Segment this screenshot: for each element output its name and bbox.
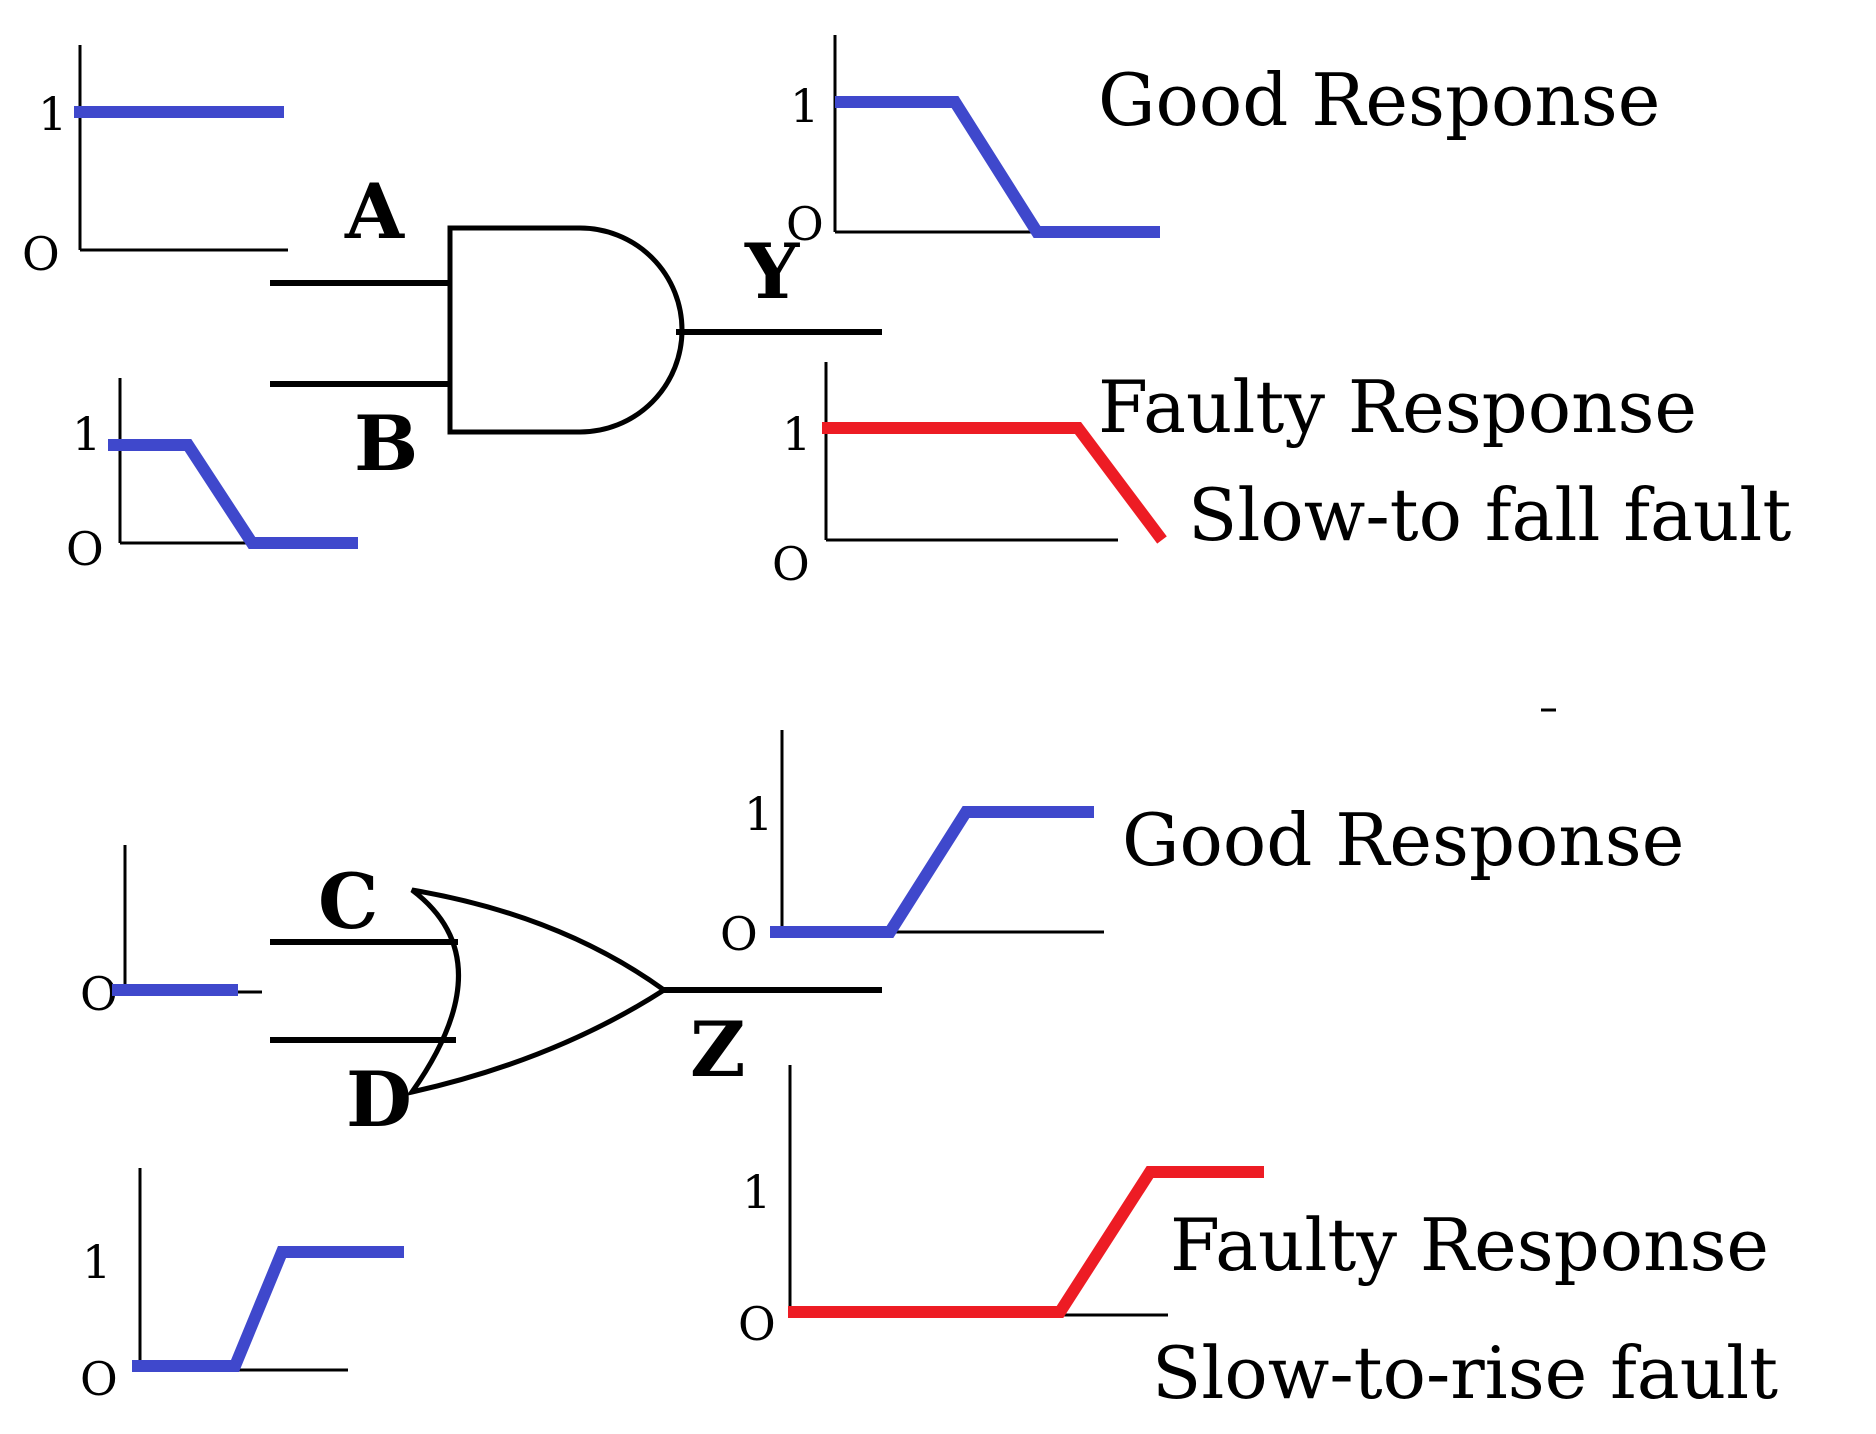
waveform-d [132,1246,404,1372]
tick-low: O [772,537,810,591]
and-gate [447,225,685,435]
waveform-z-good [770,806,1094,938]
tick-high: 1 [782,407,811,461]
or-gate-section: O 1 O C D Z 1 O Good Response [80,730,1778,1415]
pin-label-b: B [354,399,418,488]
waveform-z-faulty [788,1166,1264,1318]
tick-high: 1 [82,1235,111,1289]
pin-label-a: A [344,167,405,256]
waveform-plot-b: 1 O [66,378,358,576]
faulty-response-label: Faulty Response [1170,1203,1769,1287]
or-gate [406,887,669,1096]
waveform-plot-d: 1 O [80,1168,404,1406]
and-gate-section: 1 O 1 O A B Y 1 O Good Response [22,35,1791,591]
waveform-plot-a: 1 O [22,45,288,281]
waveform-plot-y-faulty: 1 O Faulty Response Slow-to fall fault [772,362,1791,591]
pin-label-c: C [318,857,379,946]
tick-low: O [66,522,104,576]
fault-type-label: Slow-to-rise fault [1152,1331,1778,1415]
tick-low: O [80,967,118,1021]
tick-high: 1 [744,787,773,841]
waveform-plot-z-good: 1 O Good Response [720,730,1684,961]
tick-low: O [738,1297,776,1351]
good-response-label: Good Response [1098,58,1660,142]
tick-low: O [720,907,758,961]
waveform-b [108,439,358,549]
pin-label-d: D [346,1055,412,1144]
tick-low: O [80,1352,118,1406]
tick-high: 1 [72,407,101,461]
tick-high: 1 [38,87,67,141]
faulty-response-label: Faulty Response [1098,365,1697,449]
waveform-plot-y-good: 1 O Good Response [786,35,1660,251]
tick-high: 1 [742,1165,771,1219]
tick-high: 1 [790,79,819,133]
tick-low: O [786,197,824,251]
tick-low: O [22,227,60,281]
good-response-label: Good Response [1122,798,1684,882]
waveform-plot-c: O [80,845,262,1021]
waveform-y-good [835,96,1160,238]
pin-label-z: Z [690,1005,745,1094]
fault-type-label: Slow-to fall fault [1188,473,1791,557]
pin-label-y: Y [744,227,800,316]
waveform-plot-z-faulty: 1 O Faulty Response Slow-to-rise fault [738,1065,1778,1415]
waveform-y-faulty [822,422,1167,544]
